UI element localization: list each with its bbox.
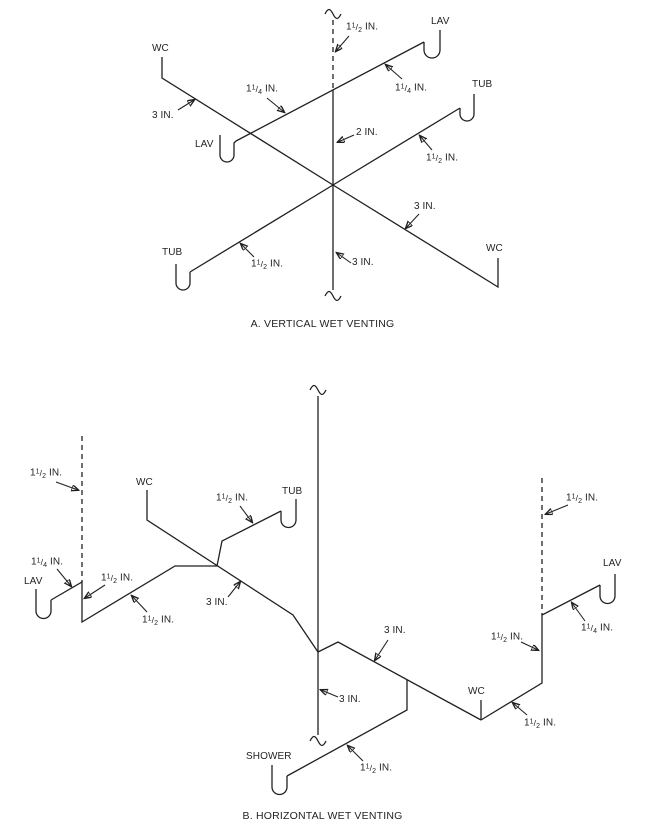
fixture-label-lav-left: LAV xyxy=(195,139,214,150)
fixture-label-wc-top-left: WC xyxy=(152,43,169,54)
dim-arrow-stack-lower xyxy=(321,690,339,698)
dim-label-stack-lower: 3 IN. xyxy=(339,694,361,705)
dim-label-tub-drain: 11/2 IN. xyxy=(216,492,249,505)
dim-label-vent-left: 11/2 IN. xyxy=(30,467,63,480)
dim-arrow-vent-right xyxy=(546,504,569,514)
lav-to-lav-branch-pipe xyxy=(235,41,425,142)
dim-label-lav-right-drain: 11/4 IN. xyxy=(581,622,614,635)
dim-label-shower-drain: 11/2 IN. xyxy=(360,762,393,775)
lav-left-drain-and-branch-pipe xyxy=(50,565,217,624)
fixture-label-shower: SHOWER xyxy=(246,751,292,762)
dim-label-wc-upper-drain: 3 IN. xyxy=(152,110,174,121)
dim-label-tub-left-drain: 11/2 IN. xyxy=(251,258,284,271)
dim-arrow-lav-left-drain xyxy=(56,568,71,586)
dim-label-wet-vent-right: 11/2 IN. xyxy=(491,631,524,644)
fixture-label-lav-left: LAV xyxy=(24,576,43,587)
dim-label-wet-vent-left: 11/2 IN. xyxy=(101,572,134,585)
diagram-a-caption: A. VERTICAL WET VENTING xyxy=(250,318,395,330)
dim-arrow-stack-lower xyxy=(337,253,352,264)
dim-label-wc-right-branch: 11/2 IN. xyxy=(524,717,557,730)
dim-arrow-stack-vent xyxy=(336,35,350,51)
dim-label-wc-lower-drain: 3 IN. xyxy=(414,201,436,212)
branch-right-3in-pipe xyxy=(317,641,482,721)
stack-break-bottom-icon xyxy=(324,290,342,302)
wc-right-branch-pipe xyxy=(480,584,601,721)
tub-right-trap-icon xyxy=(459,94,475,122)
dim-arrow-lav-branch-right xyxy=(386,65,403,80)
tub-bottom-left-trap-icon xyxy=(175,264,191,291)
stack-break-top-icon xyxy=(324,8,342,20)
dim-arrow-branch-left xyxy=(132,596,148,613)
lav-left-trap-icon xyxy=(35,589,52,620)
dim-arrow-lav-branch-left xyxy=(266,97,284,112)
lav-left-trap-icon xyxy=(219,135,237,163)
tub-to-tub-branch-pipe xyxy=(189,107,461,273)
fixture-label-lav-top-right: LAV xyxy=(431,16,450,27)
stack-break-bottom-icon xyxy=(309,735,327,747)
dim-label-lav-branch-left: 11/4 IN. xyxy=(246,83,279,96)
fixture-label-tub: TUB xyxy=(282,486,303,497)
dim-label-lav-branch-right: 11/4 IN. xyxy=(395,82,428,95)
fixture-label-wc-bottom-right: WC xyxy=(486,243,503,254)
dim-arrow-wc-right-branch xyxy=(513,703,528,716)
dim-arrow-vent-left xyxy=(55,481,78,490)
stack-break-top-icon xyxy=(309,384,327,396)
shower-trap-icon xyxy=(271,765,288,796)
dim-arrow-tub-left-drain xyxy=(241,244,255,258)
fixture-label-tub-right: TUB xyxy=(472,79,493,90)
dim-arrow-lav-right-drain xyxy=(572,603,586,622)
dim-label-stack-lower: 3 IN. xyxy=(352,257,374,268)
dim-label-branch-right-3in: 3 IN. xyxy=(384,625,406,636)
dim-label-stack-upper: 2 IN. xyxy=(356,127,378,138)
diagram-a-pipes xyxy=(161,8,499,302)
dim-arrow-tub-drain xyxy=(239,505,252,522)
diagram-a-arrows xyxy=(177,35,433,264)
dim-label-branch-left: 11/2 IN. xyxy=(142,614,175,627)
wc-left-drain-pipe xyxy=(146,490,319,653)
lav-right-trap-icon xyxy=(599,574,616,605)
dim-label-tub-right-drain: 11/2 IN. xyxy=(426,152,459,165)
dim-arrow-wc-lower-drain xyxy=(406,213,420,228)
shower-drain-pipe xyxy=(286,680,408,777)
dim-arrow-shower-drain xyxy=(348,746,364,762)
fixture-label-lav-right: LAV xyxy=(603,558,622,569)
tub-trap-icon xyxy=(280,499,297,529)
tub-drain-pipe xyxy=(216,510,282,567)
diagram-b-pipes xyxy=(35,384,616,796)
lav-top-right-trap-icon xyxy=(423,30,441,59)
diagram-b-arrows xyxy=(55,481,586,762)
dim-label-lav-left-drain: 11/4 IN. xyxy=(31,556,64,569)
fixture-label-tub-bottom-left: TUB xyxy=(162,247,183,258)
dim-arrow-tub-right-drain xyxy=(420,136,433,151)
dim-label-branch-left-3in: 3 IN. xyxy=(206,597,228,608)
dim-arrow-wet-vent-right xyxy=(520,641,538,650)
dim-label-stack-vent: 11/2 IN. xyxy=(346,21,379,34)
dim-arrow-branch-right-3in xyxy=(375,639,389,660)
diagram-b-caption: B. HORIZONTAL WET VENTING xyxy=(242,810,403,822)
dim-arrow-stack-upper xyxy=(338,134,355,142)
dim-arrow-wc-upper-drain xyxy=(177,100,194,111)
dim-arrow-branch-left-3in xyxy=(227,582,240,598)
dim-label-vent-right: 11/2 IN. xyxy=(566,492,599,505)
fixture-label-wc-left: WC xyxy=(136,477,153,488)
dim-arrow-wet-vent-left xyxy=(85,584,106,598)
fixture-label-wc-right: WC xyxy=(468,686,485,697)
